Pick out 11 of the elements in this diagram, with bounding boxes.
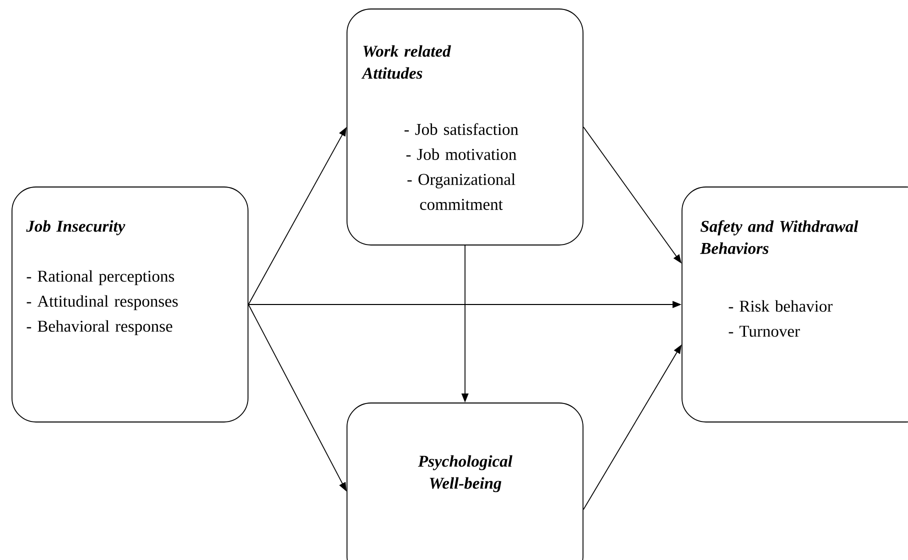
node-heading: Work related Attitudes [361, 45, 451, 79]
rounded-box [12, 186, 248, 422]
node-heading: Psychological Well-being [418, 455, 512, 492]
bullet-list: - Job satisfaction - Job motivation - Organizational commitment [404, 123, 518, 210]
node-heading: Job Insecurity [26, 220, 126, 236]
bullet-list: - Risk behavior - Turnover [728, 300, 833, 337]
rounded-box [346, 8, 584, 246]
rounded-box [682, 186, 908, 422]
node-heading: Safety and Withdrawal Behaviors [700, 220, 858, 254]
rounded-box [346, 402, 584, 560]
bullet-list: - Rational perceptions - Attitudinal responses - Behavioral response [26, 270, 178, 336]
